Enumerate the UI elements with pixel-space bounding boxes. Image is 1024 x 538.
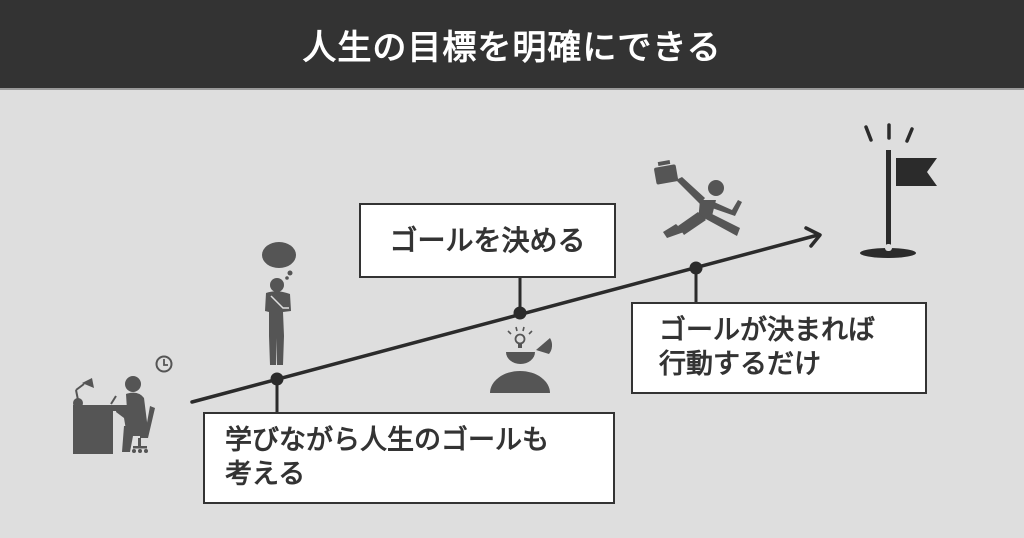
milestone-dot [513,306,527,320]
milestone-3-text: ゴールが決まれば 行動するだけ [659,314,875,382]
header-divider [0,88,1024,90]
progress-arrow [190,226,822,404]
milestone-dot [689,261,703,275]
milestone-connector-1 [270,372,284,412]
milestone-box-2: ゴールを決める [359,203,616,278]
clock-icon [155,355,173,373]
milestone-3-label-line1: ゴールが決まれば [659,315,875,347]
milestone-dot [270,372,284,386]
milestone-3-label-line2: 行動するだけ [659,349,821,380]
milestone-connector-2 [513,278,527,320]
thinking-person-icon [262,242,296,365]
milestone-2-label: ゴールを決める [389,224,586,257]
open-mind-idea-icon [490,326,553,393]
person-studying-at-desk-icon [73,376,155,454]
milestone-box-3: ゴールが決まれば 行動するだけ [631,302,927,394]
milestone-box-1: 学びながら人生のゴールも 考える [203,412,615,504]
header-banner: 人生の目標を明確にできる [0,0,1024,88]
milestone-1-label-line1: 学びながら人生のゴールも [225,425,549,457]
goal-flag-icon [860,123,937,258]
running-businessman-icon [654,159,742,238]
page-title: 人生の目標を明確にできる [302,27,722,68]
milestone-connector-3 [689,261,703,302]
milestone-1-text: 学びながら人生のゴールも 考える [225,424,549,492]
milestone-1-label-line2: 考える [225,459,306,490]
